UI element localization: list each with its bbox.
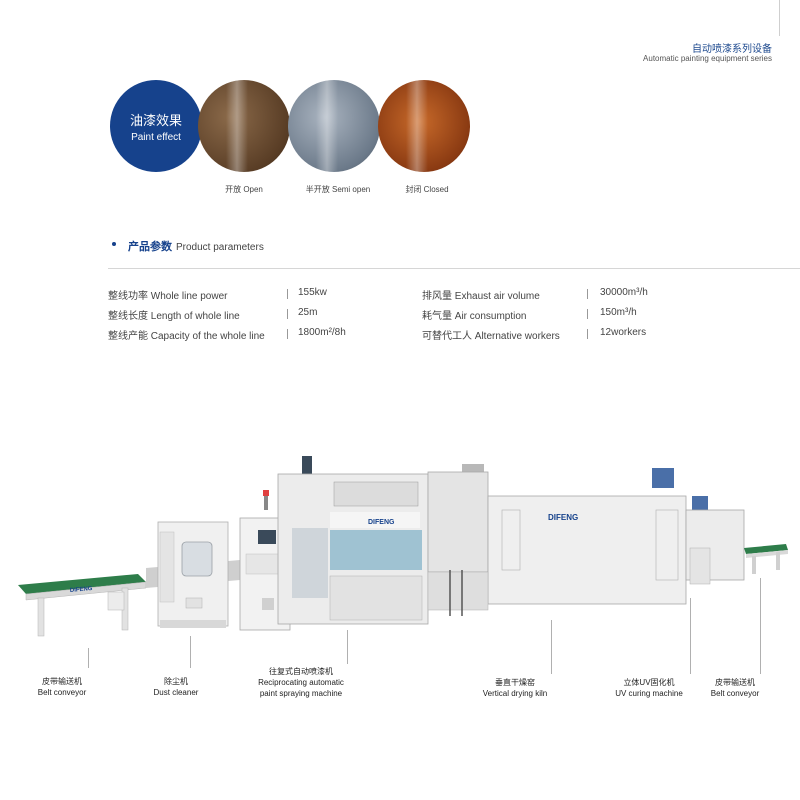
section-title-en: Product parameters bbox=[176, 242, 264, 253]
production-line-image: DIFENG DIFENG DIFENG bbox=[18, 456, 788, 637]
param-sep bbox=[587, 309, 588, 319]
sample-open-caption: 开放 Open bbox=[225, 185, 263, 194]
param-sep bbox=[587, 329, 588, 339]
tick-paint-machine bbox=[347, 630, 348, 664]
label-cn: 皮带输送机 bbox=[42, 677, 82, 686]
label-uv-curing: 立体UV固化机 UV curing machine bbox=[604, 677, 694, 699]
param-label-exhaust: 排风量 Exhaust air volume bbox=[422, 291, 540, 302]
param-value-workers: 12workers bbox=[600, 327, 647, 338]
sample-closed-image bbox=[378, 80, 470, 172]
label-cn: 除尘机 bbox=[164, 677, 188, 686]
section-divider bbox=[108, 268, 800, 269]
param-value-length: 25m bbox=[298, 307, 318, 318]
param-value-capacity: 1800m²/8h bbox=[298, 327, 346, 338]
param-sep bbox=[587, 289, 588, 299]
tick-belt-conveyor-right bbox=[760, 578, 761, 674]
tick-dust-cleaner bbox=[190, 636, 191, 668]
tick-drying-kiln bbox=[551, 620, 552, 674]
paint-effect-label-cn: 油漆效果 bbox=[129, 113, 182, 128]
param-label-power: 整线功率 Whole line power bbox=[108, 291, 228, 302]
label-cn: 往复式自动喷漆机 bbox=[269, 667, 333, 676]
label-cn: 皮带输送机 bbox=[715, 678, 755, 687]
label-cn: 立体UV固化机 bbox=[623, 678, 675, 687]
param-label-capacity: 整线产能 Capacity of the whole line bbox=[108, 331, 265, 342]
param-value-power: 155kw bbox=[298, 287, 327, 298]
dust-cleaner bbox=[146, 521, 240, 628]
param-sep bbox=[287, 289, 288, 299]
label-en-line2: paint spraying machine bbox=[259, 689, 343, 698]
label-en: Vertical drying kiln bbox=[482, 689, 548, 698]
uv-curing-machine bbox=[652, 468, 745, 585]
label-en: Reciprocating automatic bbox=[258, 678, 344, 687]
param-label-length: 整线长度 Length of whole line bbox=[108, 311, 240, 322]
label-belt-conveyor-right: 皮带输送机 Belt conveyor bbox=[700, 677, 770, 699]
sample-semi-open-image bbox=[288, 80, 380, 172]
tick-uv-curing bbox=[690, 598, 691, 674]
paint-spraying-machine: DIFENG bbox=[277, 456, 429, 625]
param-sep bbox=[287, 329, 288, 339]
sample-open-image bbox=[198, 80, 290, 172]
header-divider bbox=[779, 0, 780, 36]
param-label-workers: 可替代工人 Alternative workers bbox=[422, 331, 560, 342]
sample-semi-open-caption: 半开放 Semi open bbox=[305, 185, 371, 194]
header-title-cn: 自动喷漆系列设备 bbox=[692, 44, 772, 55]
section-bullet bbox=[112, 242, 116, 246]
label-en: Belt conveyor bbox=[37, 688, 87, 697]
label-dust-cleaner: 除尘机 Dust cleaner bbox=[136, 676, 216, 698]
param-value-exhaust: 30000m³/h bbox=[600, 287, 648, 298]
vertical-drying-kiln: DIFENG bbox=[427, 464, 687, 616]
param-value-air: 150m³/h bbox=[600, 307, 637, 318]
label-cn: 垂直干燥窑 bbox=[495, 678, 535, 687]
label-en: UV curing machine bbox=[615, 689, 683, 698]
label-belt-conveyor-left: 皮带输送机 Belt conveyor bbox=[14, 676, 110, 698]
brand-mark: DIFENG bbox=[548, 513, 578, 522]
param-label-air: 耗气量 Air consumption bbox=[422, 311, 527, 322]
section-title: 产品参数 Product parameters bbox=[128, 238, 264, 254]
sample-closed-caption: 封闭 Closed bbox=[405, 185, 449, 194]
paint-effect-label-en: Paint effect bbox=[131, 132, 181, 143]
tick-belt-conveyor-left bbox=[88, 648, 89, 668]
label-drying-kiln: 垂直干燥窑 Vertical drying kiln bbox=[470, 677, 560, 699]
section-title-cn: 产品参数 bbox=[128, 241, 172, 253]
label-paint-machine: 往复式自动喷漆机 Reciprocating automatic paint s… bbox=[246, 666, 356, 699]
paint-effect-badge: 油漆效果 Paint effect bbox=[110, 80, 202, 172]
label-en: Dust cleaner bbox=[153, 688, 199, 697]
belt-conveyor-right bbox=[744, 544, 788, 574]
label-en: Belt conveyor bbox=[710, 689, 760, 698]
belt-conveyor-left: DIFENG bbox=[18, 574, 147, 637]
header-title-en: Automatic painting equipment series bbox=[643, 54, 772, 63]
brand-mark: DIFENG bbox=[368, 519, 395, 526]
brand-mark: DIFENG bbox=[70, 586, 93, 594]
param-sep bbox=[287, 309, 288, 319]
